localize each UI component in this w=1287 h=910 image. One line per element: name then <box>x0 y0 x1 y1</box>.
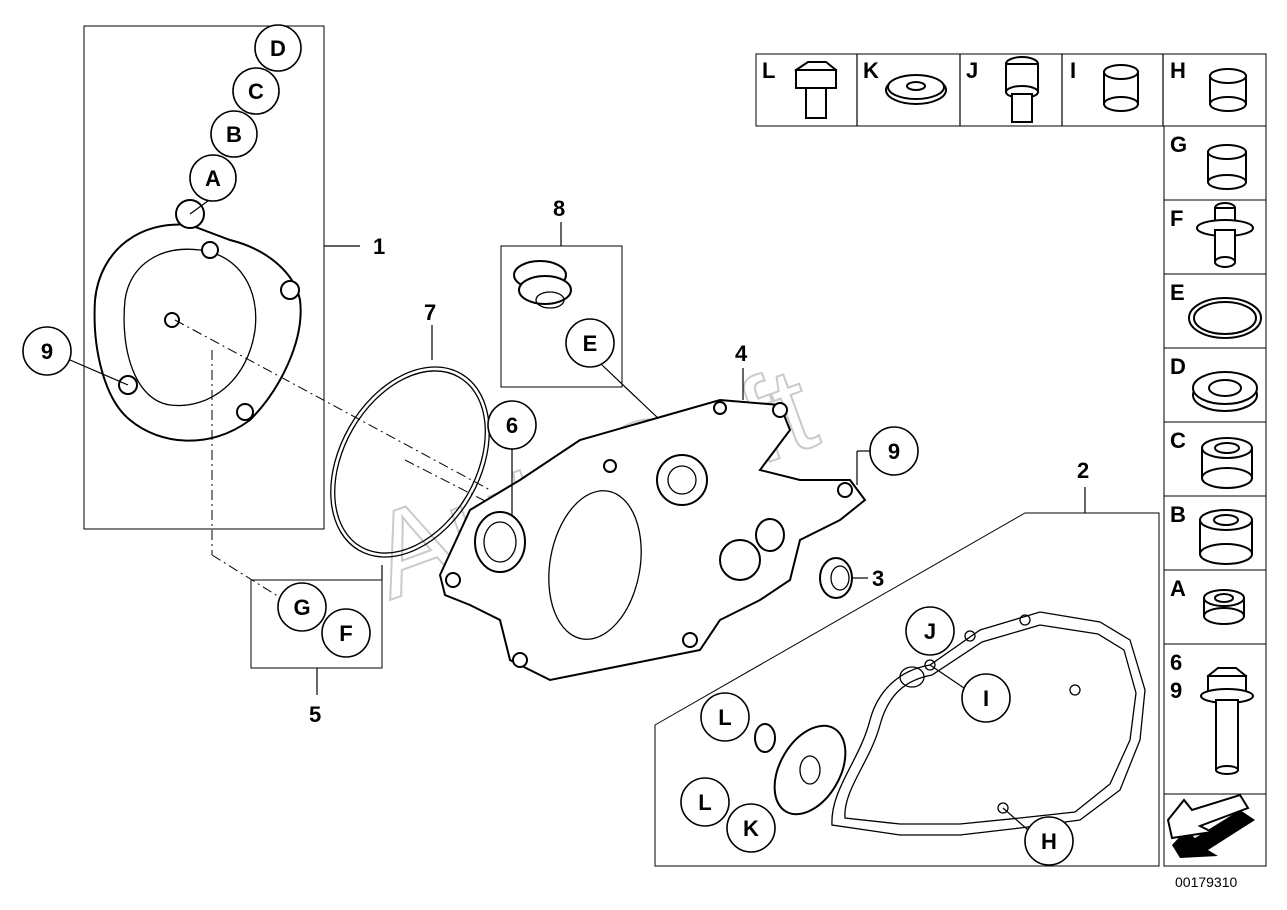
clutch-cover-part <box>93 199 302 442</box>
group-2-gasket: 2 J I L L K H <box>654 458 1160 867</box>
legend-L: L <box>762 58 775 83</box>
group-8: 8 E <box>500 196 661 421</box>
bubble-J-group2: J <box>924 619 936 644</box>
shaft-seal-part <box>773 724 847 816</box>
legend-G: G <box>1170 132 1187 157</box>
bubble-F-group5: F <box>339 621 352 646</box>
o-ring-7: 7 <box>330 300 490 558</box>
bubble-I-group2: I <box>983 686 989 711</box>
legend-C: C <box>1170 428 1186 453</box>
plug-icon <box>1196 202 1254 268</box>
bushing-icon <box>1199 509 1253 565</box>
callout-5: 5 <box>309 702 321 727</box>
legend-I: I <box>1070 58 1076 83</box>
group-1-cover: 1 A B C D 9 <box>22 24 385 530</box>
callout-3: 3 <box>872 566 884 591</box>
legend-E: E <box>1170 280 1185 305</box>
bubble-9-left: 9 <box>41 339 53 364</box>
washer-icon <box>885 74 947 105</box>
bubble-C-top: C <box>248 79 264 104</box>
bubble-H-group2: H <box>1041 829 1057 854</box>
bubble-9-right: 9 <box>888 439 900 464</box>
legend-H: H <box>1170 58 1186 83</box>
bubble-K-group2: K <box>743 816 759 841</box>
bubble-D-top: D <box>270 36 286 61</box>
legend-9: 9 <box>1170 678 1182 703</box>
legend-B: B <box>1170 502 1186 527</box>
o-ring-icon <box>1188 297 1262 339</box>
engine-housing-4: 4 <box>438 341 867 682</box>
bubble-6: 6 <box>506 413 518 438</box>
sleeve-icon <box>1103 64 1139 112</box>
legend-side-column: G F E D C B A 6 9 <box>1163 125 1267 867</box>
bubble-B-top: B <box>226 122 242 147</box>
bubble-A-top: A <box>205 166 221 191</box>
legend-6: 6 <box>1170 650 1182 675</box>
bushing-icon <box>1209 68 1247 112</box>
gasket-part <box>831 611 1146 836</box>
bushing-icon <box>1207 144 1247 190</box>
document-number: 00179310 <box>1175 874 1238 890</box>
seal-ring-icon <box>1192 371 1258 412</box>
bushing-icon <box>1203 589 1245 625</box>
callout-1: 1 <box>373 234 385 259</box>
hex-bolt-icon <box>794 61 838 119</box>
legend-A: A <box>1170 576 1186 601</box>
legend-K: K <box>863 58 879 83</box>
legend-J: J <box>966 58 978 83</box>
legend-D: D <box>1170 354 1186 379</box>
group-1-box <box>83 25 325 530</box>
bubble-L-group2b: L <box>698 790 711 815</box>
bearing-3: 3 <box>819 557 884 599</box>
legend-F: F <box>1170 206 1183 231</box>
callout-2: 2 <box>1077 458 1089 483</box>
flange-bolt-icon <box>1200 667 1254 775</box>
legend-top-row: L K J I H <box>755 53 1267 127</box>
bushing-icon <box>1201 437 1253 489</box>
group-5: 5 G F <box>250 565 383 727</box>
direction-arrow-icon <box>1166 793 1255 858</box>
callout-8: 8 <box>553 196 565 221</box>
socket-screw-icon <box>1005 56 1039 123</box>
callout-4: 4 <box>735 341 748 366</box>
callout-7: 7 <box>424 300 436 325</box>
bubble-G-group5: G <box>293 595 310 620</box>
bubble-L-group2a: L <box>718 705 731 730</box>
bubble-E-group8: E <box>583 331 598 356</box>
